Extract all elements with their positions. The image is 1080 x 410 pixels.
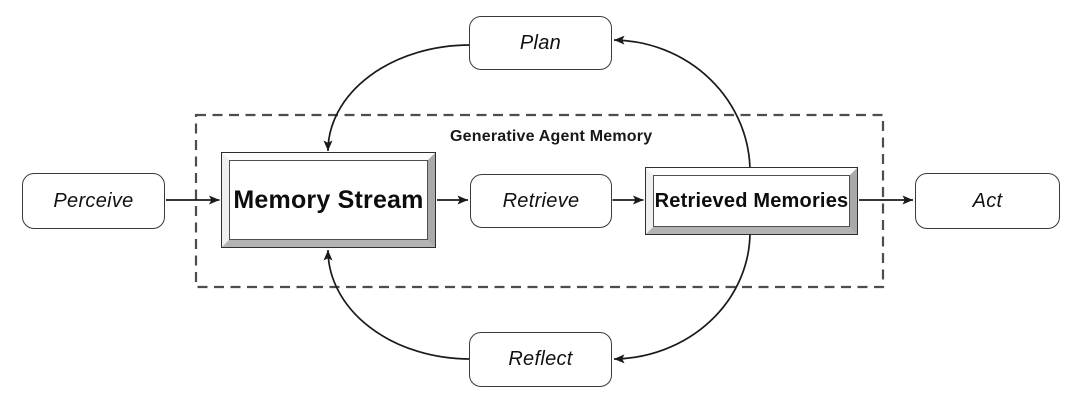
retrieved-memories-bevel bbox=[646, 168, 857, 234]
arc-plan-to-memory-stream bbox=[323, 44, 471, 152]
arc-reflect-to-memory-stream bbox=[323, 249, 471, 360]
arc-retrieved-memories-to-plan bbox=[613, 35, 751, 173]
node-reflect-label: Reflect bbox=[508, 348, 573, 370]
node-retrieved-memories: Retrieved Memories bbox=[645, 167, 858, 235]
node-act: Act bbox=[915, 173, 1060, 229]
node-reflect: Reflect bbox=[469, 332, 612, 387]
node-plan: Plan bbox=[469, 16, 612, 70]
node-act-label: Act bbox=[972, 189, 1003, 212]
node-retrieve-label: Retrieve bbox=[502, 189, 580, 212]
node-retrieved-memories-label: Retrieved Memories bbox=[653, 175, 850, 227]
node-perceive: Perceive bbox=[22, 173, 165, 229]
node-retrieve: Retrieve bbox=[470, 174, 612, 228]
node-memory-stream: Memory Stream bbox=[221, 152, 436, 248]
node-plan-label: Plan bbox=[519, 31, 562, 54]
memory-stream-bevel bbox=[222, 153, 435, 247]
node-perceive-label: Perceive bbox=[53, 189, 134, 212]
arc-retrieved-memories-to-reflect bbox=[613, 231, 751, 364]
memory-region-label: Generative Agent Memory bbox=[450, 128, 653, 145]
node-memory-stream-label: Memory Stream bbox=[229, 160, 428, 240]
